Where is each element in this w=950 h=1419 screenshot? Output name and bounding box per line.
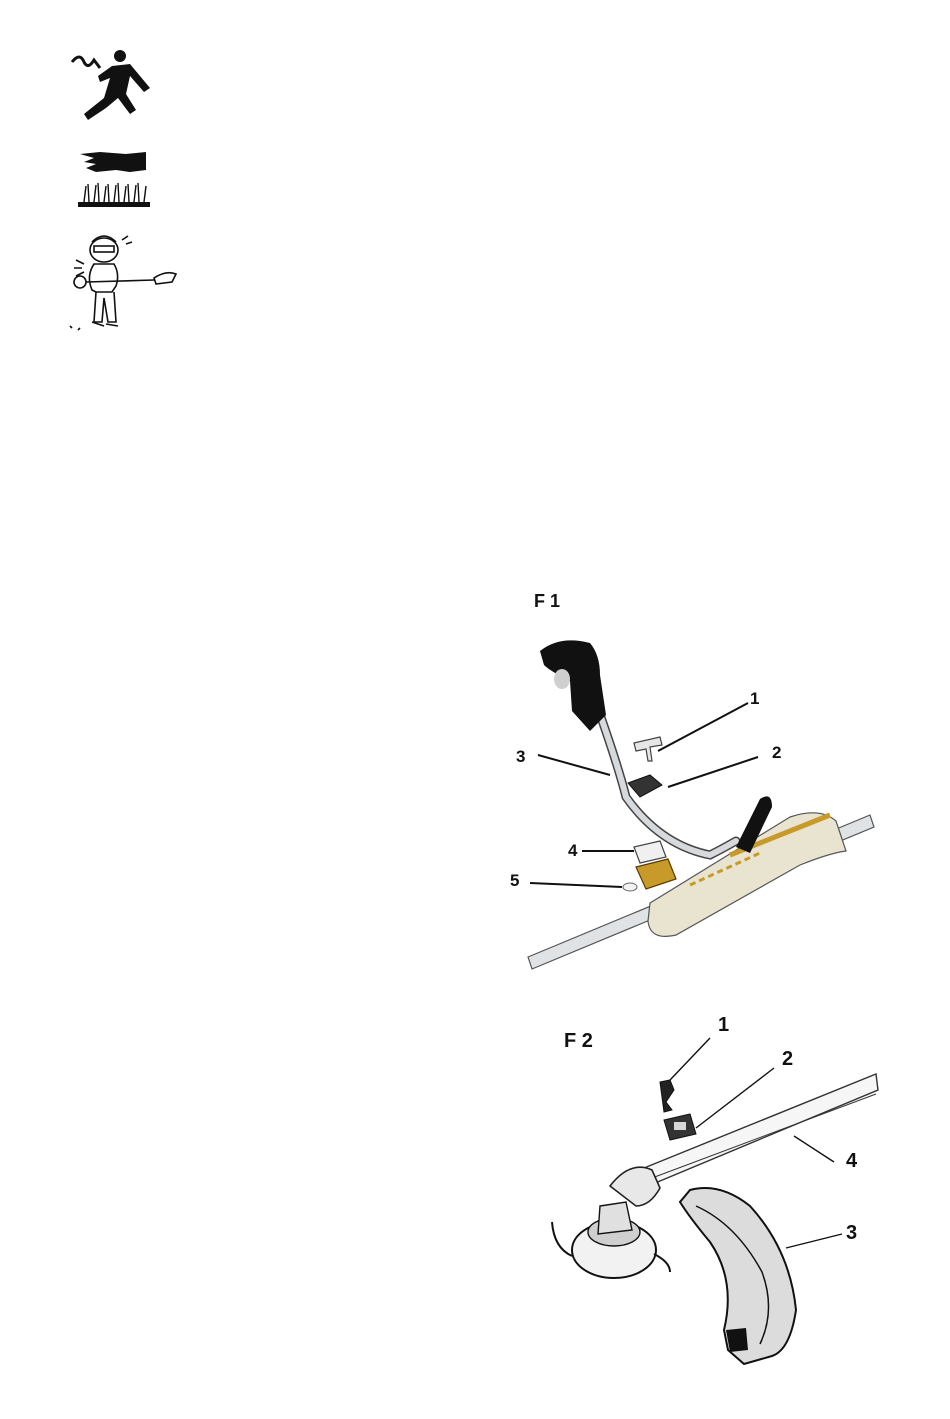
- callout-leader-5: [530, 883, 622, 887]
- hot-surface-warning-icon: [76, 148, 156, 210]
- callout-leader-1: [670, 1038, 710, 1080]
- guard-assembly-drawing: [540, 1010, 900, 1410]
- callout-leader-3: [538, 755, 610, 775]
- safety-icon-column: [66, 44, 196, 344]
- callout-leader-2: [668, 757, 758, 787]
- callout-label-3: 3: [846, 1222, 857, 1245]
- gear-head: [610, 1167, 660, 1206]
- callout-label-1: 1: [718, 1014, 729, 1037]
- callout-label-4: 4: [568, 841, 577, 861]
- callout-leader-4: [794, 1136, 834, 1162]
- protective-equipment-operator-icon: [66, 230, 190, 342]
- callout-leader-2: [696, 1068, 774, 1128]
- handle-bracket-base: [636, 859, 676, 889]
- callout-label-2: 2: [772, 743, 781, 763]
- callout-leader-3: [786, 1234, 842, 1248]
- bolt-part-1: [660, 1080, 674, 1112]
- throttle-grip: [540, 640, 606, 731]
- handle-assembly-drawing: [500, 585, 890, 980]
- handle-tube: [596, 703, 736, 855]
- figure-1: F 1 1 2 3 4 5: [500, 585, 890, 980]
- lower-clamp-part-4: [634, 841, 666, 863]
- callout-label-5: 5: [510, 871, 519, 891]
- clamp-cap-part-2: [628, 775, 662, 797]
- callout-label-1: 1: [750, 689, 759, 709]
- callout-leader-1: [658, 703, 748, 751]
- clamp-plate-part-1: [634, 737, 662, 761]
- callout-label-4: 4: [846, 1150, 857, 1173]
- screw-part-5: [623, 883, 637, 891]
- figure-2: F 2 1 2 4 3: [540, 1010, 900, 1410]
- callout-label-3: 3: [516, 747, 525, 767]
- callout-label-2: 2: [782, 1048, 793, 1071]
- electric-shock-hazard-icon: [70, 48, 160, 128]
